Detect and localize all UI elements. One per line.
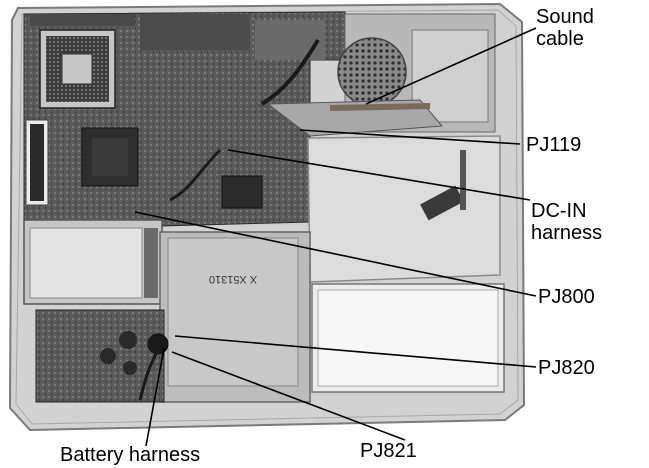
callout-lines bbox=[134, 27, 537, 447]
right-tray bbox=[307, 135, 501, 283]
callout-pj119 bbox=[299, 129, 521, 145]
callout-pj820 bbox=[174, 335, 537, 368]
memory-slot bbox=[25, 119, 49, 206]
label-dc-in-harness: DC-IN harness bbox=[531, 200, 602, 244]
cpu-socket bbox=[39, 29, 116, 109]
label-pj820: PJ820 bbox=[538, 357, 595, 379]
battery-cable bbox=[138, 339, 167, 401]
battery-board bbox=[35, 309, 169, 403]
chipset-chip bbox=[81, 127, 139, 187]
callout-battery-harness bbox=[145, 347, 165, 447]
dc-in-cable bbox=[169, 148, 222, 202]
label-sound-cable-line1: Sound bbox=[536, 6, 594, 28]
label-sound-cable: Sound cable bbox=[536, 6, 594, 50]
drive-bay: X X51310 bbox=[159, 231, 311, 403]
chip-marking: X X51310 bbox=[209, 273, 257, 285]
label-pj800: PJ800 bbox=[538, 286, 595, 308]
sound-cable bbox=[260, 38, 320, 106]
controller-chip bbox=[221, 175, 263, 209]
label-sound-cable-line2: cable bbox=[536, 28, 584, 50]
label-pj119: PJ119 bbox=[526, 134, 582, 156]
label-dc-in-line1: DC-IN bbox=[531, 200, 587, 222]
label-battery-harness: Battery harness bbox=[60, 444, 201, 466]
callout-dc-in bbox=[227, 149, 531, 201]
battery-bay bbox=[311, 283, 505, 393]
label-dc-in-line2: harness bbox=[531, 222, 603, 244]
callout-pj821 bbox=[171, 351, 406, 441]
label-pj821: PJ821 bbox=[360, 440, 417, 462]
callout-pj800 bbox=[134, 211, 537, 297]
pc-card-slot bbox=[23, 219, 163, 305]
callout-sound-cable bbox=[365, 27, 537, 105]
